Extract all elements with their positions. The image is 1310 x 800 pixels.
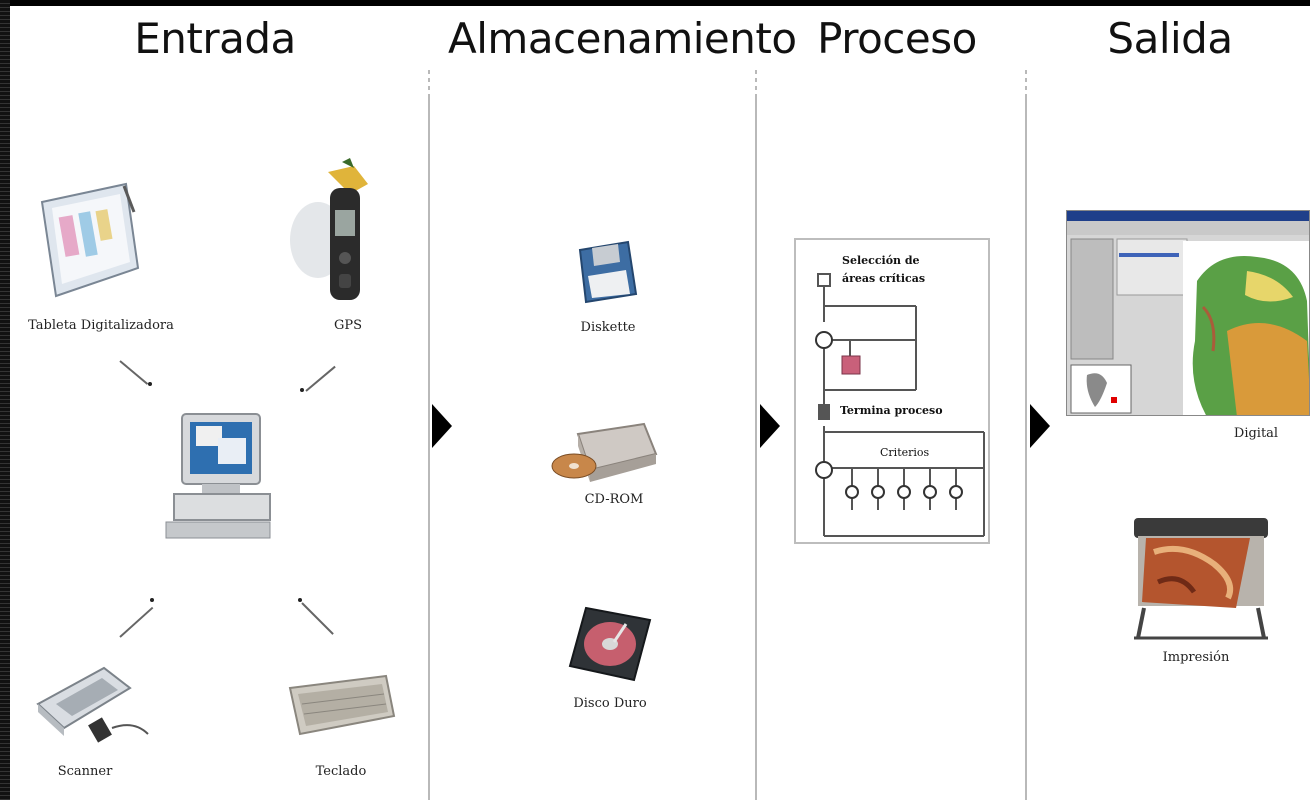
divider-3 (1025, 66, 1027, 800)
scanner-label: Scanner (57, 764, 113, 779)
divider-2 (755, 66, 757, 800)
arrow-tip (298, 598, 302, 602)
flow-step-selection: Selección de (842, 254, 920, 267)
process-flowchart: Selección de áreas críticas Termina proc… (794, 238, 990, 544)
print-label: Impresión (1162, 650, 1230, 665)
gps-label: GPS (333, 318, 363, 333)
plotter-icon (1134, 518, 1268, 640)
flow-step-criteria: Criterios (880, 446, 930, 459)
arrow-tip (148, 382, 152, 386)
flow-arrow-1 (432, 404, 452, 448)
arrow-tip (150, 598, 154, 602)
gps-icon (290, 158, 368, 300)
flow-arrow-2 (760, 404, 780, 448)
cdrom-icon (551, 422, 658, 482)
diskette-label: Diskette (580, 320, 636, 335)
digital-label: Digital (1233, 426, 1279, 441)
harddisk-icon (568, 606, 652, 682)
digital-map-window (1066, 210, 1310, 416)
keyboard-icon (288, 674, 396, 736)
divider-1 (428, 66, 430, 800)
title-salida: Salida (1107, 14, 1233, 63)
title-entrada: Entrada (134, 14, 296, 63)
left-edge (0, 0, 10, 800)
harddisk-label: Disco Duro (573, 696, 647, 711)
cdrom-label: CD-ROM (584, 492, 644, 507)
computer-icon (165, 413, 271, 539)
scanner-icon (36, 666, 149, 743)
arrow-tip (300, 388, 304, 392)
keyboard-label: Teclado (315, 764, 367, 779)
flow-step-end: Termina proceso (840, 404, 943, 417)
flow-step-selection-2: áreas críticas (842, 272, 926, 285)
title-almacenamiento: Almacenamiento (448, 14, 797, 63)
tablet-label: Tableta Digitalizadora (28, 318, 174, 333)
diskette-icon (578, 240, 638, 304)
flowchart-lines (815, 273, 985, 537)
tablet-icon (40, 182, 140, 298)
map-screen (1067, 211, 1309, 415)
flow-arrow-3 (1030, 404, 1050, 448)
title-proceso: Proceso (817, 14, 977, 63)
